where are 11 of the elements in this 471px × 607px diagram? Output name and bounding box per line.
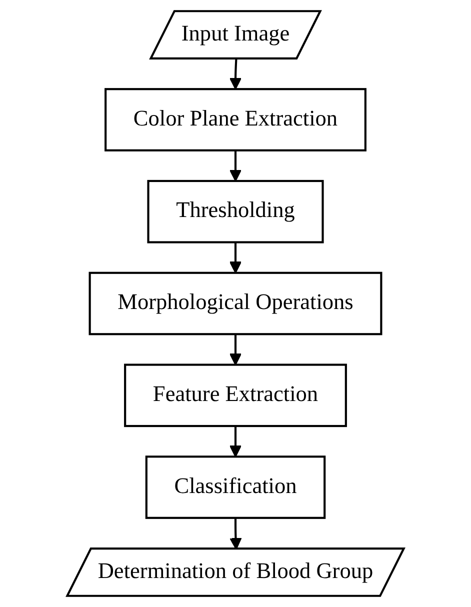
- node-box: Morphological Operations: [88, 272, 382, 336]
- arrow: [229, 334, 242, 366]
- node-box: Color Plane Extraction: [104, 88, 366, 152]
- node-box: Feature Extraction: [124, 364, 347, 428]
- arrow: [229, 242, 242, 274]
- arrow: [230, 518, 242, 550]
- node-box: Classification: [145, 456, 326, 519]
- arrow: [229, 426, 242, 458]
- arrow: [229, 59, 242, 90]
- arrow: [229, 150, 242, 182]
- node-box: Thresholding: [147, 180, 324, 244]
